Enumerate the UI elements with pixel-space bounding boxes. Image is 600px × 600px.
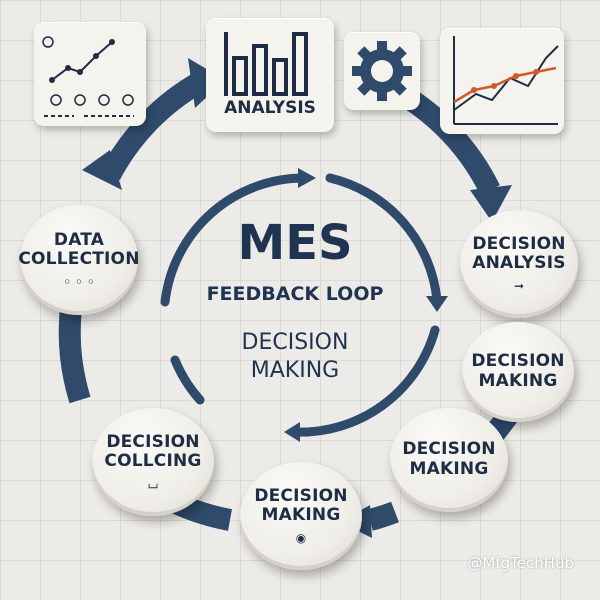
trend-chart-icon (453, 36, 559, 125)
node-label-line2: MAKING (478, 371, 558, 391)
tray-icon: ⌴ (148, 476, 158, 491)
inner-arc-3 (290, 325, 440, 437)
node-label-line2: MAKING (261, 505, 341, 526)
inner-arrowhead-3 (284, 422, 300, 442)
metrics-card (34, 22, 146, 126)
inner-arc-1 (160, 173, 310, 307)
outer-arc-bottom (367, 501, 399, 531)
inner-arc-4 (170, 355, 205, 405)
center-subtitle: FEEDBACK LOOP (206, 283, 384, 305)
right-arrow-icon: ➞ (513, 278, 525, 293)
node-label-line1: DECISION (106, 431, 200, 452)
outer-arrowhead-2 (470, 185, 512, 222)
node-label-line2: ANALYSIS (472, 253, 566, 274)
outer-arc-left (58, 298, 91, 404)
line-chart-icon (42, 36, 134, 117)
inner-arc-2 (325, 173, 442, 305)
center-caption-line2: MAKING (250, 358, 340, 383)
gear-icon (352, 41, 412, 101)
analysis-card: ANALYSIS (206, 18, 334, 132)
outer-arrowhead-5 (82, 150, 122, 190)
node-label-line1: DECISION (472, 233, 566, 254)
node-label-line1: DECISION (254, 485, 348, 506)
node-decision-making-bottom: DECISION MAKING ◉ (240, 462, 362, 570)
node-label-line2: COLLECTION (18, 249, 140, 270)
inner-arrowhead-1 (298, 168, 316, 188)
gear-card (344, 32, 420, 110)
node-label-line2: COLLCING (104, 451, 202, 472)
node-label-line1: DECISION (402, 439, 496, 460)
small-circles-icon: ◦ ◦ ◦ (63, 274, 95, 289)
node-decision-making-bottomright: DECISION MAKING (390, 408, 508, 512)
node-label-line1: DATA (53, 229, 105, 250)
node-data-collection: DATA COLLECTION ◦ ◦ ◦ (18, 205, 140, 315)
node-decision-collcing: DECISION COLLCING ⌴ (92, 408, 214, 516)
center-title: MES (237, 215, 353, 271)
outer-arc-topleft (100, 72, 206, 181)
inner-arrowhead-2 (426, 296, 448, 312)
status-dots-icon (50, 94, 134, 106)
eye-icon: ◉ (295, 530, 307, 545)
center-caption-line1: DECISION (241, 330, 349, 355)
node-decision-making-right: DECISION MAKING (462, 322, 574, 422)
node-decision-analysis: DECISION ANALYSIS ➞ (460, 210, 578, 318)
trend-chart-card (440, 28, 564, 134)
watermark: @MfgTechHub (467, 554, 574, 572)
node-label-line1: DECISION (471, 351, 565, 372)
bar-chart-icon (224, 32, 308, 96)
analysis-label: ANALYSIS (224, 98, 316, 118)
node-label-line2: MAKING (409, 459, 489, 479)
